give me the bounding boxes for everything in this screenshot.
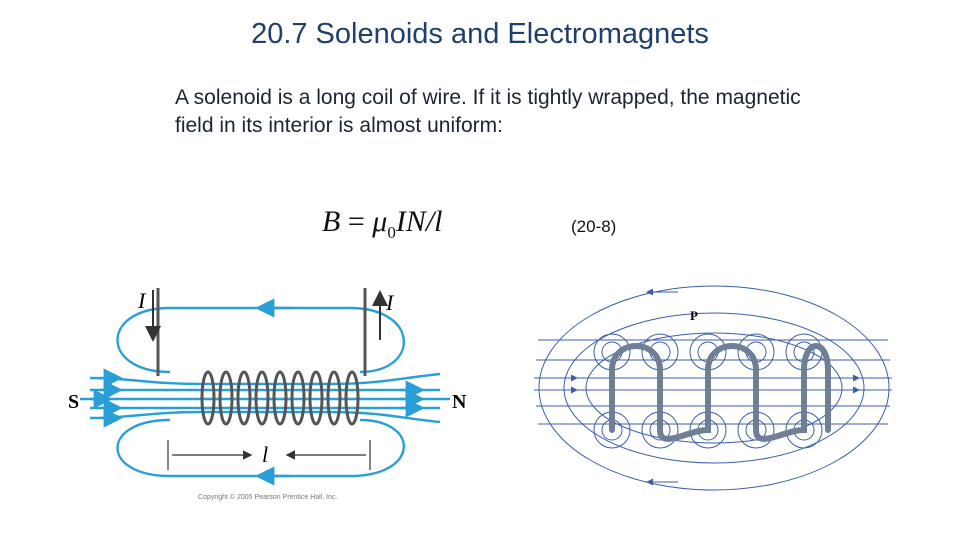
current-label-left: I	[137, 288, 147, 313]
equation-mu-subscript: 0	[387, 223, 396, 242]
current-label-right: I	[385, 290, 395, 315]
solenoid-description: A solenoid is a long coil of wire. If it…	[175, 86, 801, 137]
equation-mu: μ	[372, 205, 388, 238]
field-lines	[80, 298, 450, 486]
north-pole-label: N	[452, 391, 467, 413]
length-label: l	[262, 442, 268, 467]
slide-title: 20.7 Solenoids and Electromagnets	[251, 18, 709, 50]
south-pole-label: S	[68, 391, 79, 413]
point-p-label: P	[690, 308, 698, 323]
equation-number: (20-8)	[571, 217, 617, 236]
coil-loops-right	[609, 343, 831, 442]
equation-equals: =	[347, 205, 365, 238]
copyright-notice: Copyright © 2005 Pearson Prentice Hall, …	[198, 494, 338, 501]
equation-lhs: B	[322, 205, 341, 238]
solenoid-equation: B = μ0IN/l	[322, 205, 442, 243]
solenoid-field-diagram: I I S N l	[68, 288, 467, 486]
equation-rhs: IN/l	[395, 205, 443, 238]
length-dimension	[167, 440, 371, 470]
coil-field-map-diagram: P	[534, 285, 892, 491]
outer-field-lines	[534, 285, 892, 491]
